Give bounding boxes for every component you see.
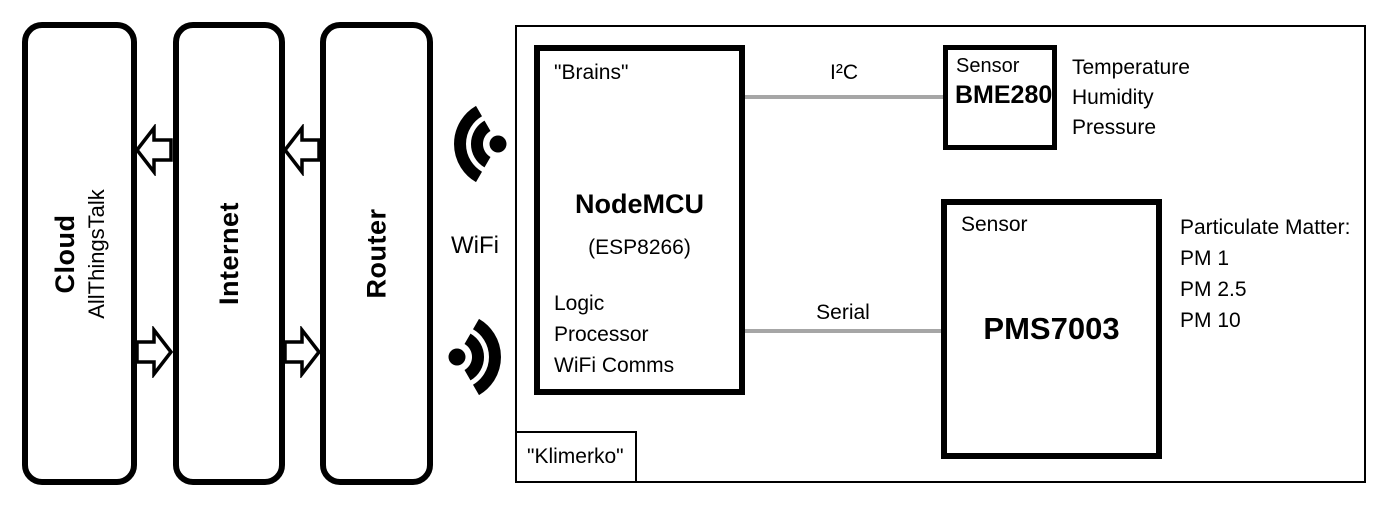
nodemcu-annotation: "Brains" (554, 61, 629, 84)
serial-connection-line (745, 329, 941, 333)
pms7003-output: Particulate Matter: (1180, 216, 1351, 239)
wifi-signal-left-icon (454, 105, 507, 183)
nodemcu-function: Processor (554, 323, 649, 346)
nodemcu-subtitle: (ESP8266) (588, 236, 691, 259)
nodemcu-title: NodeMCU (575, 189, 704, 219)
nodemcu-function: Logic (554, 292, 605, 315)
i2c-label: I²C (830, 61, 858, 84)
cloud-subtitle: AllThingsTalk (83, 188, 109, 319)
klimerko-label: "Klimerko" (527, 445, 624, 468)
bme280-title: BME280 (955, 81, 1053, 109)
bme280-output: Temperature (1072, 56, 1190, 79)
pms7003-output: PM 10 (1180, 309, 1241, 332)
node-cloud: Cloud AllThingsTalk (22, 22, 137, 485)
pms7003-outputs: Particulate Matter: PM 1 PM 2.5 PM 10 (1180, 212, 1350, 336)
bme280-outputs: Temperature Humidity Pressure (1072, 53, 1190, 143)
arrow-router-to-internet-icon (283, 124, 321, 176)
bme280-output: Pressure (1072, 116, 1157, 139)
pms7003-box: Sensor PMS7003 (941, 199, 1162, 459)
pms7003-output: PM 1 (1180, 247, 1230, 270)
wifi-signal-right-icon (448, 318, 501, 396)
bme280-kind-label: Sensor (956, 55, 1020, 77)
arrow-internet-to-cloud-icon (135, 124, 173, 176)
cloud-label-group: Cloud AllThingsTalk (50, 189, 110, 319)
node-internet: Internet (173, 22, 285, 485)
wifi-label: WiFi (451, 232, 499, 259)
pms7003-title: PMS7003 (983, 311, 1120, 346)
i2c-connection-line (745, 95, 943, 99)
nodemcu-box: "Brains" NodeMCU (ESP8266) Logic Process… (534, 45, 745, 395)
nodemcu-title-group: NodeMCU (ESP8266) (540, 189, 739, 260)
nodemcu-function-list: Logic Processor WiFi Comms (554, 288, 674, 381)
klimerko-label-box: "Klimerko" (515, 431, 637, 483)
node-router: Router (320, 22, 433, 485)
pms7003-kind-label: Sensor (961, 213, 1028, 236)
nodemcu-function: WiFi Comms (554, 354, 675, 377)
arrow-internet-to-router-icon (283, 326, 321, 378)
cloud-title: Cloud (49, 214, 80, 293)
bme280-output: Humidity (1072, 86, 1154, 109)
serial-label: Serial (816, 301, 870, 324)
router-title: Router (361, 208, 391, 299)
bme280-box: Sensor BME280 (943, 45, 1057, 150)
arrow-cloud-to-internet-icon (135, 326, 173, 378)
internet-title: Internet (213, 201, 244, 306)
pms7003-output: PM 2.5 (1180, 278, 1247, 301)
